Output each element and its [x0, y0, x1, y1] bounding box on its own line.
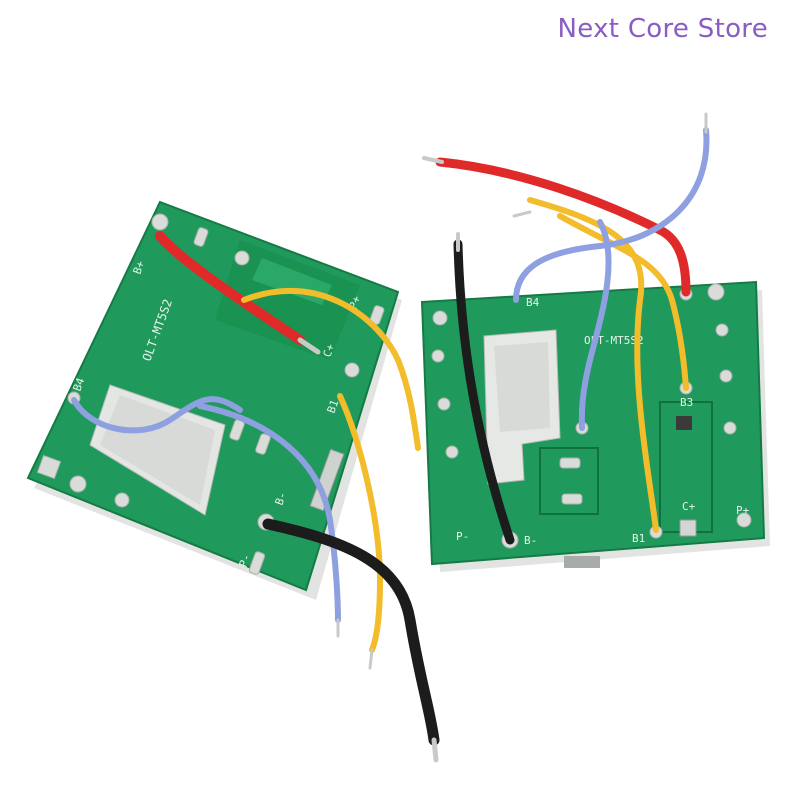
right-label-b3: B3 [680, 396, 693, 409]
left-label-b1: B1 [325, 398, 342, 415]
store-watermark: Next Core Store [557, 14, 768, 44]
left-pcb-board: B+ P+ C+ B4 B1 B- P- OLT-MT5S2 [26, 200, 402, 600]
left-label-b-plus: B+ [131, 259, 148, 276]
left-label-c-plus: C+ [321, 342, 338, 359]
right-label-c-plus: C+ [682, 500, 696, 513]
right-board-wires [422, 112, 710, 545]
left-label-p-minus: P- [237, 552, 254, 569]
right-label-b4: B4 [526, 296, 540, 309]
right-label-b1: B1 [632, 532, 645, 545]
right-board-silkscreen: B4 B3 B1 B- P- P+ C+ OLT-MT5S2 [456, 296, 750, 547]
left-label-b-minus: B- [273, 490, 290, 507]
right-label-p-minus: P- [456, 530, 469, 543]
left-label-b4: B4 [71, 376, 88, 393]
right-label-b-minus: B- [524, 534, 537, 547]
left-board-wires [71, 231, 440, 763]
right-label-p-plus: P+ [736, 504, 750, 517]
